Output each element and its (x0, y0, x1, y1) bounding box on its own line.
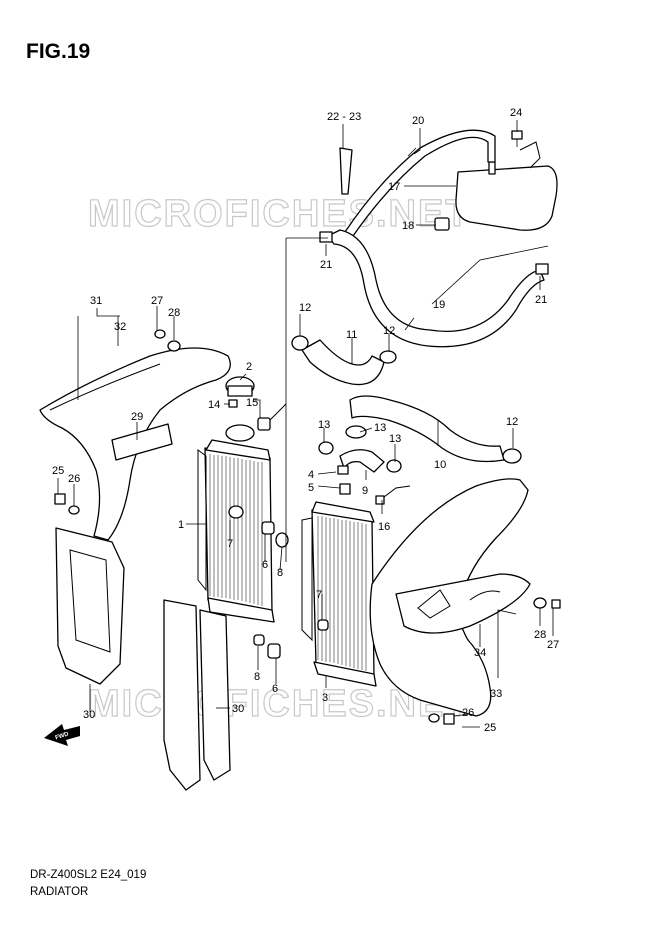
callout-34: 34 (474, 647, 486, 659)
callout-6-lower: 6 (272, 683, 278, 695)
callout-28-right: 28 (534, 629, 546, 641)
callout-9: 9 (362, 485, 368, 497)
callout-26-right: 26 (462, 707, 474, 719)
reservoir-bolt (511, 130, 523, 147)
overflow-hose (344, 129, 496, 237)
breather-hose (319, 229, 549, 348)
radiator-connector-hose (318, 425, 402, 473)
left-radiator-cover (39, 347, 231, 541)
callout-29: 29 (131, 411, 143, 423)
radiator-louver-left (163, 599, 231, 791)
lower-radiator-hose (349, 395, 522, 464)
callout-12-right: 12 (506, 416, 518, 428)
radiator-cap-screw (228, 399, 238, 408)
callout-4: 4 (308, 469, 314, 481)
callout-30-right: 30 (232, 703, 244, 715)
callout-18: 18 (402, 220, 414, 232)
right-radiator-cover (369, 478, 531, 717)
leader-lines (57, 120, 554, 728)
callout-10: 10 (434, 459, 446, 471)
callout-7-left: 7 (227, 538, 233, 550)
reservoir-tank (455, 141, 558, 231)
watermark-top: MICROFICHES.NET (88, 193, 471, 235)
hose-clamp-strap (339, 147, 353, 195)
callout-21-right: 21 (535, 294, 547, 306)
callout-25-right: 25 (484, 722, 496, 734)
radiator-mounting-parts-left (228, 505, 289, 659)
callout-13-right: 13 (389, 433, 401, 445)
part-callouts: 22 - 23 20 24 17 18 21 21 19 12 11 12 31… (52, 107, 559, 734)
callout-13-left: 13 (318, 419, 330, 431)
callout-25-left: 25 (52, 465, 64, 477)
callout-22-23: 22 - 23 (327, 111, 361, 123)
callout-12-mid: 12 (383, 325, 395, 337)
fwd-arrow-icon: FWD (44, 724, 80, 746)
callout-30-left: 30 (83, 709, 95, 721)
upper-radiator-hose (291, 335, 397, 386)
callout-6-upper: 6 (262, 559, 268, 571)
radiator-guard-left (55, 527, 125, 685)
cover-bolts-right (428, 597, 561, 725)
callout-16: 16 (378, 521, 390, 533)
callout-14: 14 (208, 399, 220, 411)
callout-20: 20 (412, 115, 424, 127)
reservoir-cap (434, 217, 450, 231)
callout-26-left: 26 (68, 473, 80, 485)
callout-15: 15 (246, 397, 258, 409)
callout-13-mid: 13 (374, 422, 386, 434)
thermo-switch-left (257, 403, 287, 431)
left-radiator (197, 439, 275, 623)
callout-11: 11 (346, 329, 357, 341)
callout-2: 2 (246, 361, 252, 373)
callout-1: 1 (178, 519, 184, 531)
figure-title: FIG.19 (26, 40, 91, 63)
callout-28-left: 28 (168, 307, 180, 319)
radiator-cap (225, 376, 255, 442)
callout-5: 5 (308, 482, 314, 494)
callout-24: 24 (510, 107, 522, 119)
callout-27-left: 27 (151, 295, 163, 307)
callout-17: 17 (388, 181, 400, 193)
drain-fittings (337, 465, 411, 505)
callout-31: 31 (90, 295, 102, 307)
section-name: RADIATOR (30, 886, 89, 898)
callout-12-top: 12 (299, 302, 311, 314)
callout-27-right: 27 (547, 639, 559, 651)
callout-33: 33 (490, 688, 502, 700)
callout-19: 19 (433, 299, 445, 311)
callout-8-lower: 8 (254, 671, 260, 683)
fwd-label: FWD (55, 731, 70, 741)
callout-7-right: 7 (316, 589, 322, 601)
callout-8-upper: 8 (277, 567, 283, 579)
callout-3: 3 (322, 692, 328, 704)
callout-32: 32 (114, 321, 126, 333)
callout-21-left: 21 (320, 259, 332, 271)
right-radiator (301, 501, 377, 687)
diagram-code: DR-Z400SL2 E24_019 (30, 869, 147, 881)
